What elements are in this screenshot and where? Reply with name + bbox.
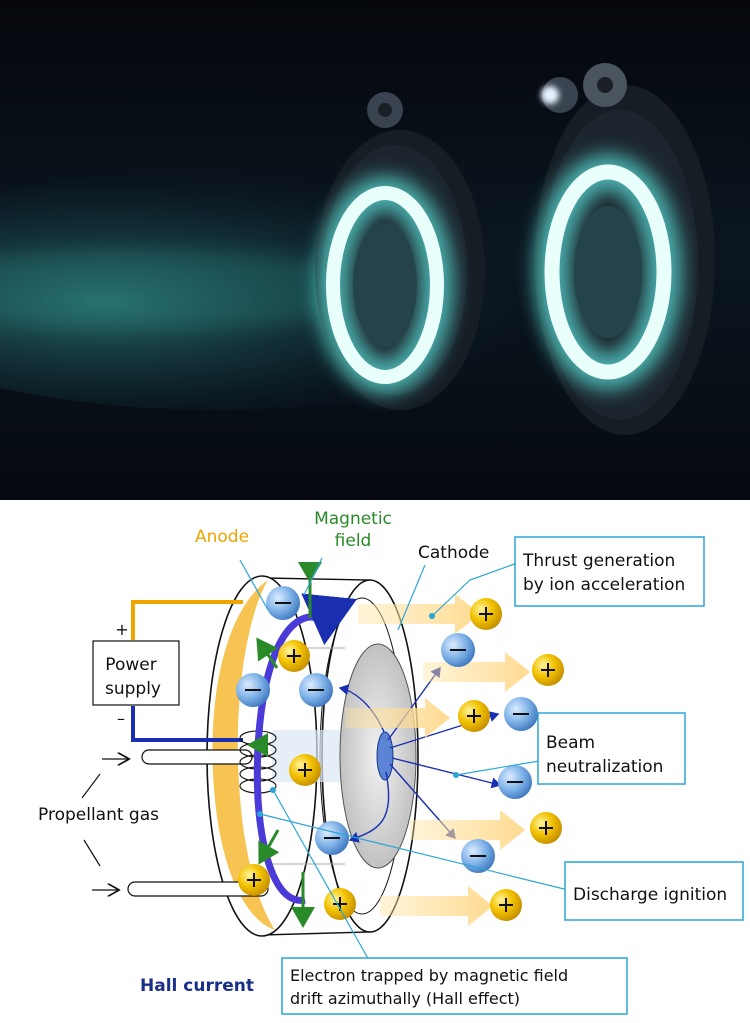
propellant-gas-label: Propellant gas	[38, 805, 159, 825]
magnetic-field-label-1: Magnetic	[314, 509, 392, 529]
thrust-label-1: Thrust generation	[522, 551, 675, 571]
beam-neutralization-callout-box	[537, 712, 686, 785]
electron	[441, 633, 475, 667]
power-supply-label-1: Power	[105, 655, 156, 675]
discharge-ignition-callout-box	[564, 861, 744, 921]
electron-trapped-label-2: drift azimuthally (Hall effect)	[290, 989, 520, 1008]
diagram-canvas: Power supply + – Propellant gas	[38, 509, 744, 1015]
hall-current-label: Hall current	[140, 976, 254, 996]
propellant-pipes	[81, 749, 269, 897]
electron-trapped-label-1: Electron trapped by magnetic field	[290, 966, 568, 985]
hall-current-loop	[253, 593, 358, 904]
thrust-callout-box	[514, 536, 705, 607]
anode-label: Anode	[195, 527, 249, 547]
power-supply-label-2: supply	[105, 679, 161, 699]
plus-terminal-label: +	[115, 620, 128, 639]
cathode-label: Cathode	[418, 543, 489, 563]
hall-thruster-diagram: Power supply + – Propellant gas	[0, 500, 750, 1019]
ions	[238, 598, 564, 921]
magnetic-field-label-2: field	[335, 531, 372, 551]
thruster-photo	[0, 0, 750, 500]
leader-dots	[257, 613, 459, 817]
cathode-disk	[339, 643, 417, 869]
ion	[324, 888, 356, 920]
ion	[490, 889, 522, 921]
discharge-ignition-label: Discharge ignition	[573, 885, 727, 905]
leader-lines	[239, 557, 569, 963]
ion	[458, 700, 490, 732]
electron-trapped-callout-box	[281, 957, 628, 1015]
power-circuit	[92, 600, 243, 742]
minus-terminal-label: –	[117, 709, 125, 728]
magnetic-field-arrows	[247, 562, 322, 928]
plasma-ring-left	[316, 176, 454, 394]
ion	[530, 812, 562, 844]
electron	[504, 697, 538, 731]
electron	[236, 673, 270, 707]
ion	[532, 654, 564, 686]
ion	[470, 598, 502, 630]
anode-ring	[212, 580, 275, 930]
plasma-ring-right	[534, 154, 682, 390]
beam-neutralization-label-1: Beam	[546, 733, 595, 753]
beam-neutralization-label-2: neutralization	[546, 757, 663, 777]
electron	[266, 586, 300, 620]
thruster-photo-art	[0, 0, 750, 500]
electron	[299, 673, 333, 707]
electron	[315, 821, 349, 855]
ion	[278, 640, 310, 672]
electron	[461, 839, 495, 873]
ion	[289, 754, 321, 786]
power-supply-box	[92, 640, 180, 706]
thrust-label-2: by ion acceleration	[523, 575, 685, 595]
electrons	[236, 586, 538, 873]
electron	[498, 765, 532, 799]
ion	[238, 864, 270, 896]
